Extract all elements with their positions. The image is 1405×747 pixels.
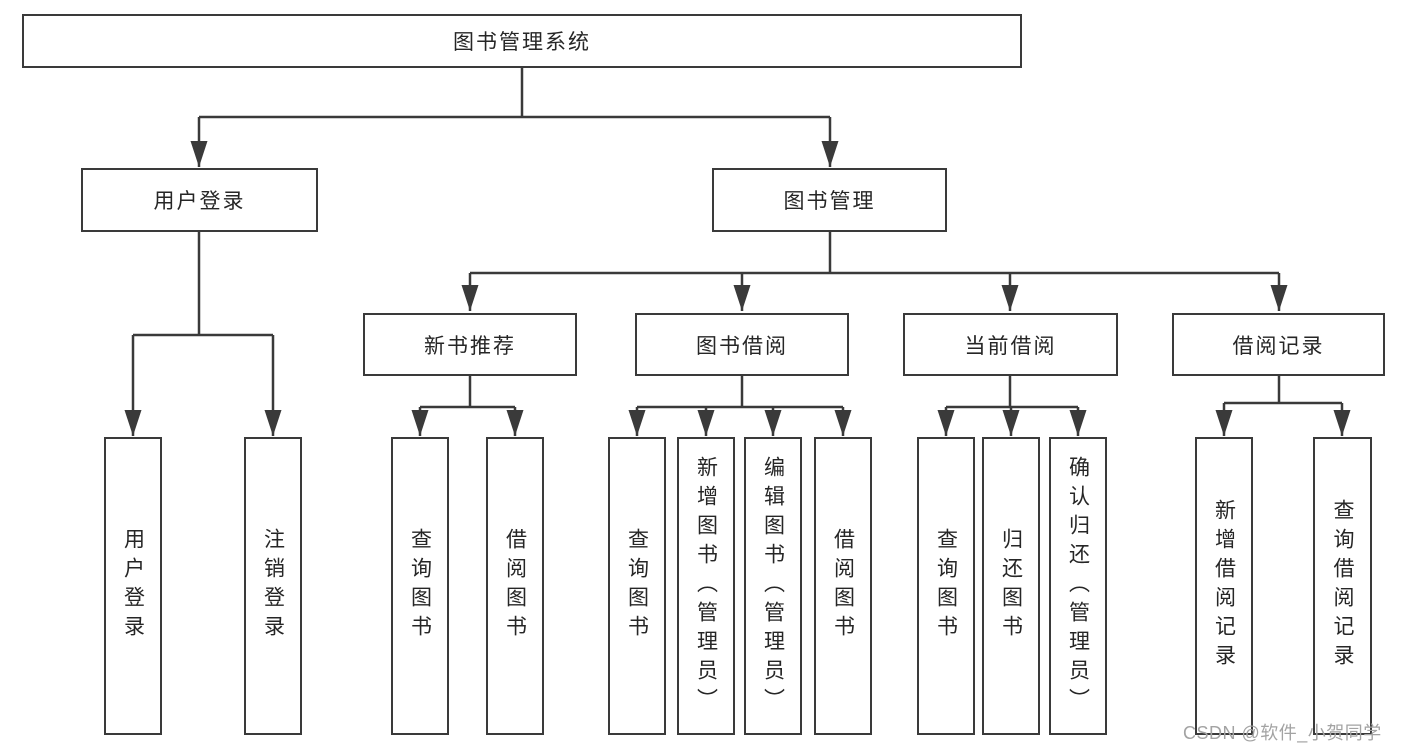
- connector-user-login-split: [133, 232, 273, 337]
- node-library-system: 图书管理系统: [22, 14, 1022, 68]
- node-new-book-recommend: 新书推荐: [363, 313, 577, 376]
- node-current-borrow: 当前借阅: [903, 313, 1118, 376]
- node-book-management: 图书管理: [712, 168, 947, 232]
- connector-recommend-split: [420, 376, 515, 409]
- node-return-books: 归还图书: [982, 437, 1040, 735]
- node-query-borrow-record: 查询借阅记录: [1313, 437, 1372, 735]
- node-borrow-records: 借阅记录: [1172, 313, 1385, 376]
- node-edit-books-admin: 编辑图书（管理员）: [744, 437, 802, 735]
- connector-book-management-split: [470, 232, 1279, 275]
- node-query-books-recommend: 查询图书: [391, 437, 449, 735]
- connector-current-split: [946, 376, 1078, 409]
- watermark: CSDN @软件_小贺同学: [1183, 723, 1382, 743]
- connector-borrow-split: [637, 376, 843, 409]
- node-borrow-books-leaf: 借阅图书: [814, 437, 872, 735]
- node-query-books-current: 查询图书: [917, 437, 975, 735]
- connector-root-split: [199, 68, 830, 119]
- connector-records-split: [1224, 376, 1342, 405]
- node-book-borrow: 图书借阅: [635, 313, 849, 376]
- node-user-login-leaf: 用户登录: [104, 437, 162, 735]
- node-add-books-admin: 新增图书（管理员）: [677, 437, 735, 735]
- node-add-borrow-record: 新增借阅记录: [1195, 437, 1253, 735]
- node-confirm-return-admin: 确认归还（管理员）: [1049, 437, 1107, 735]
- node-logout: 注销登录: [244, 437, 302, 735]
- node-query-books-borrow: 查询图书: [608, 437, 666, 735]
- node-user-login-module: 用户登录: [81, 168, 318, 232]
- node-borrow-books-recommend: 借阅图书: [486, 437, 544, 735]
